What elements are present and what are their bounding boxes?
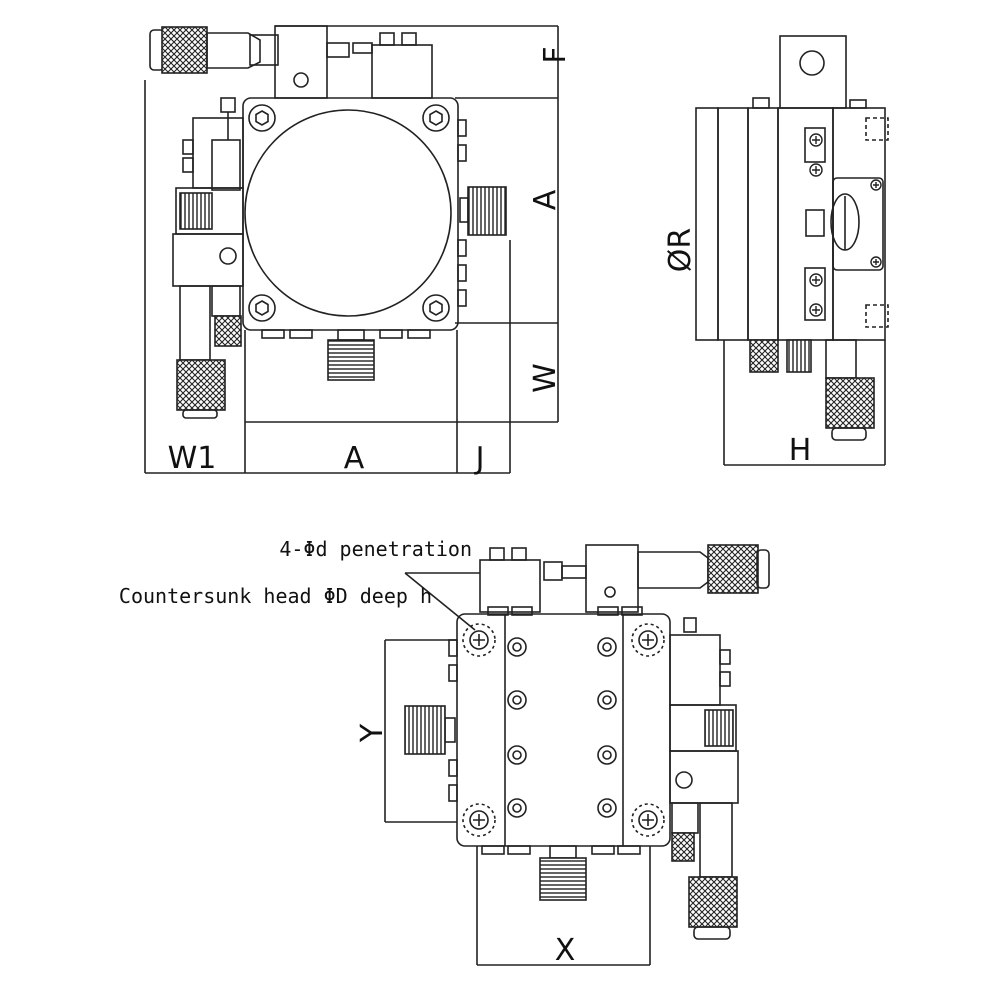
dim-label-j: J (474, 441, 485, 476)
countersunk-hole-icon (462, 623, 665, 837)
note-through-holes: 4-Φd penetration (279, 537, 472, 561)
stage-aperture (244, 109, 452, 317)
note-countersunk-head: Countersunk head ΦD deep h (119, 584, 432, 608)
knurled-knob-icon (404, 705, 456, 755)
micrometer-icon (637, 544, 770, 594)
side-view (695, 35, 889, 466)
knurled-knob-icon (539, 845, 587, 901)
micrometer-icon (825, 377, 875, 441)
hex-screw-icon (248, 104, 450, 322)
dim-label-a-vertical: A (528, 189, 563, 210)
dim-label-h: H (789, 433, 812, 468)
bottom-view (384, 544, 770, 966)
micrometer-icon (688, 802, 738, 940)
dim-label-f: F (538, 46, 573, 63)
micrometer-icon (149, 26, 279, 74)
dim-label-diameter-r: ØR (663, 228, 698, 272)
knurled-knob-icon (327, 329, 375, 381)
top-view (144, 25, 559, 474)
dim-label-y: Y (355, 723, 390, 743)
knurled-knob-icon (459, 186, 507, 236)
dim-label-w1: W1 (168, 441, 217, 476)
micrometer-icon (176, 285, 226, 419)
dim-label-x: X (555, 933, 576, 968)
dim-label-a-horizontal: A (344, 441, 365, 476)
dim-label-w: W (528, 363, 563, 393)
